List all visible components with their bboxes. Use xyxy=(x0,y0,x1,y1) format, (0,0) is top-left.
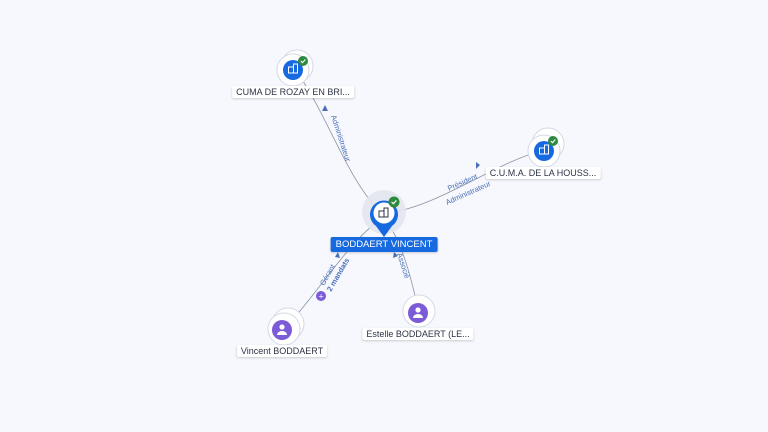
edge-arrow-houss xyxy=(476,162,480,169)
building-icon xyxy=(288,63,298,74)
node-estelle[interactable] xyxy=(402,294,436,328)
person-icon xyxy=(277,324,287,335)
person-icon xyxy=(413,307,423,318)
edge-arrow-vincent xyxy=(335,252,340,258)
node-vincent[interactable] xyxy=(267,307,305,346)
node-label-center[interactable]: BODDAERT VINCENT xyxy=(330,237,438,252)
building-icon xyxy=(378,207,389,218)
edge-label-estelle: Associé xyxy=(395,252,412,280)
node-label-cuma-rozay[interactable]: CUMA DE ROZAY EN BRI... xyxy=(232,86,354,98)
edge-label-rozay: Administrateur xyxy=(329,114,353,163)
verified-check-icon xyxy=(298,56,308,66)
edge-arrow-estelle xyxy=(393,252,398,258)
node-label-vincent[interactable]: Vincent BODDAERT xyxy=(236,345,328,357)
node-cuma-rozay[interactable] xyxy=(276,49,314,87)
verified-check-icon xyxy=(388,196,400,208)
node-label-cuma-houss[interactable]: C.U.M.A. DE LA HOUSS... xyxy=(485,167,601,179)
verified-check-icon xyxy=(548,136,558,146)
edge-arrow-rozay xyxy=(322,105,328,111)
building-icon xyxy=(539,144,549,155)
node-cuma-houss[interactable] xyxy=(527,127,565,168)
node-center[interactable] xyxy=(362,190,406,237)
mandates-badge[interactable]: + xyxy=(316,291,326,301)
svg-text:+: + xyxy=(318,293,324,301)
node-label-estelle[interactable]: Estelle BODDAERT (LE... xyxy=(362,328,474,340)
